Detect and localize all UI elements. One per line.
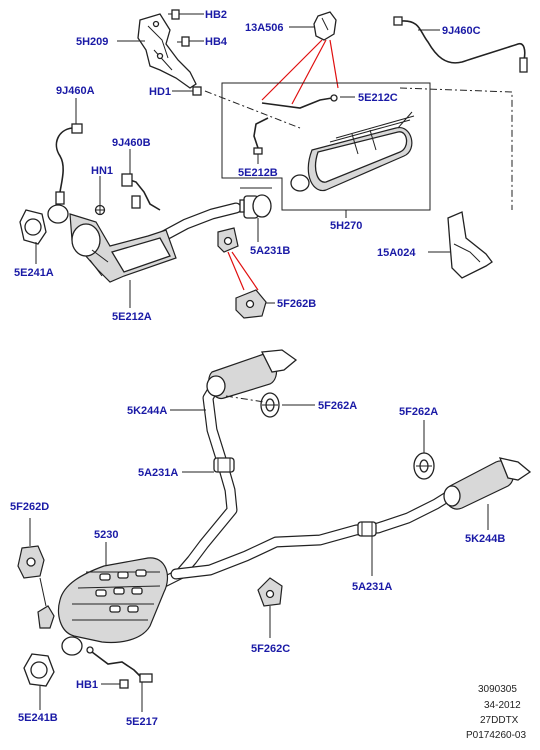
dashdot-1 bbox=[204, 90, 301, 129]
label-5k244a: 5K244A bbox=[127, 405, 167, 417]
part-5a231a-clamp-upper bbox=[213, 457, 235, 473]
label-5a231b: 5A231B bbox=[250, 245, 290, 257]
label-5e212b: 5E212B bbox=[238, 167, 278, 179]
label-5f262c: 5F262C bbox=[251, 643, 290, 655]
part-5f262d-mount-lower bbox=[37, 605, 55, 629]
label-hd1: HD1 bbox=[149, 86, 171, 98]
label-5k244b: 5K244B bbox=[465, 533, 505, 545]
label-5e241b: 5E241B bbox=[18, 712, 58, 724]
label-5a231a-right: 5A231A bbox=[352, 581, 392, 593]
group-box-5h270 bbox=[221, 82, 431, 211]
red-leaders-5f262b bbox=[227, 251, 259, 291]
leader-5f262d-2 bbox=[39, 577, 47, 607]
meta-line-2: 34-2012 bbox=[484, 700, 521, 711]
part-5e212b-pipe bbox=[253, 117, 269, 155]
part-5f262d-mount-upper bbox=[17, 545, 45, 579]
bolt-hb4 bbox=[177, 36, 190, 47]
bolt-hb1 bbox=[119, 679, 129, 689]
part-5f262a-mount-right bbox=[413, 452, 435, 480]
dashdot-2 bbox=[399, 87, 513, 210]
label-5f262a-upper: 5F262A bbox=[318, 400, 357, 412]
label-5h209: 5H209 bbox=[76, 36, 108, 48]
label-hb4: HB4 bbox=[205, 36, 228, 48]
label-15a024: 15A024 bbox=[377, 247, 416, 259]
part-5e241b-gasket bbox=[23, 653, 55, 687]
bolt-hd1 bbox=[192, 86, 202, 96]
meta-line-3: 27DDTX bbox=[480, 715, 519, 726]
part-5k244a-muffler bbox=[206, 349, 298, 399]
meta-line-4: P0174260-03 bbox=[466, 730, 526, 741]
part-5e217-pipe bbox=[86, 646, 153, 683]
label-13a506: 13A506 bbox=[245, 22, 284, 34]
label-5f262d: 5F262D bbox=[10, 501, 49, 513]
part-9j460b-sensor bbox=[121, 173, 161, 211]
part-5k244b-muffler bbox=[443, 457, 532, 510]
label-5230: 5230 bbox=[94, 529, 118, 541]
label-5a231a-upper: 5A231A bbox=[138, 467, 178, 479]
part-5f262b-mount-lower bbox=[235, 289, 267, 319]
label-hn1: HN1 bbox=[91, 165, 113, 177]
part-5h270-dpf bbox=[290, 111, 415, 192]
part-5e241a-gasket bbox=[19, 209, 47, 245]
label-hb2: HB2 bbox=[205, 9, 227, 21]
label-5e212c: 5E212C bbox=[358, 92, 398, 104]
label-5e217: 5E217 bbox=[126, 716, 158, 728]
part-15a024-bracket bbox=[447, 211, 493, 279]
label-9j460a: 9J460A bbox=[56, 85, 95, 97]
part-5f262c-mount bbox=[257, 577, 283, 607]
part-5h209-bracket bbox=[137, 13, 197, 89]
label-5e212a: 5E212A bbox=[112, 311, 152, 323]
part-5a231b-clamp bbox=[239, 194, 272, 219]
label-hb1: HB1 bbox=[76, 679, 98, 691]
part-5f262a-mount-upper bbox=[260, 392, 280, 418]
meta-line-1: 3090305 bbox=[478, 684, 517, 695]
part-5a231a-clamp-right bbox=[357, 521, 377, 537]
part-5e212c-pipe bbox=[261, 94, 338, 109]
part-5230-resonator bbox=[57, 557, 169, 656]
part-13a506-bracket bbox=[313, 11, 337, 41]
dashdot-3 bbox=[225, 395, 265, 403]
label-5e241a: 5E241A bbox=[14, 267, 54, 279]
label-5f262a-right: 5F262A bbox=[399, 406, 438, 418]
part-main-pipe-run bbox=[154, 372, 458, 590]
red-leaders-13a506 bbox=[261, 39, 339, 105]
part-9j460a-sensor bbox=[55, 123, 83, 205]
label-5f262b: 5F262B bbox=[277, 298, 316, 310]
part-9j460c-sensor bbox=[393, 16, 528, 73]
label-5h270: 5H270 bbox=[330, 220, 362, 232]
part-5e212a-front-pipe bbox=[47, 202, 242, 283]
bolt-hb2 bbox=[168, 9, 180, 20]
bolt-hn1 bbox=[94, 204, 106, 216]
label-9j460b: 9J460B bbox=[112, 137, 151, 149]
part-5f262b-mount-upper bbox=[217, 227, 239, 253]
label-9j460c: 9J460C bbox=[442, 25, 481, 37]
